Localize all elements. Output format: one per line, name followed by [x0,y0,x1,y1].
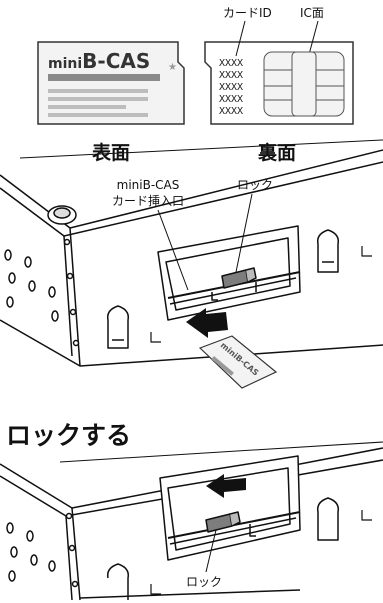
card-id-lines: XXXX XXXX XXXX XXXX XXXX [219,58,243,117]
left-panel-holes [4,238,80,347]
card-id-label: カードID [223,6,272,20]
card-front-logo: miniB-CAS [48,49,150,73]
card-front-logo-prefix: mini [48,56,82,72]
slot-label-line1: miniB-CAS [117,178,180,192]
lock-slot-frame [159,455,301,561]
card-back-caption: 裏面 [257,141,296,164]
insert-lock-leader [235,193,253,273]
ic-chip [263,51,345,117]
slot-label-line2: カード挿入口 [112,194,184,208]
card-slot-frame [157,225,301,321]
lock-step-heading: ロックする [6,421,131,450]
card-front-dashes [48,89,148,117]
card-id-line: XXXX [219,94,243,105]
card-front-gray-bar [48,74,160,81]
card-id-line: XXXX [219,106,243,117]
lock-arrow-icon [206,474,246,498]
card-front-caption: 表面 [92,141,130,164]
lock-leader [205,529,217,573]
card-back: カードID IC面 XXXX XXXX XXXX XXXX XXXX 裏面 [204,6,354,164]
card-id-line: XXXX [219,58,243,69]
ic-label: IC面 [300,6,324,20]
star-icon: ★ [168,62,177,73]
card-id-leader [235,20,246,57]
lock-left-panel-holes [6,512,79,588]
device-insert-illustration [0,139,383,367]
front-latch-right [316,229,340,273]
card-front-outline [37,41,185,125]
inserted-card: miniB-CAS [198,335,278,389]
device-lock-illustration [0,441,383,601]
card-front: miniB-CAS ★ 表面 [37,41,185,164]
insert-lock-label: ロック [237,178,273,192]
card-front-logo-main: B-CAS [82,49,150,73]
card-id-line: XXXX [219,70,243,81]
insert-arrow-icon [186,308,228,338]
slot-leader [157,209,189,291]
front-latch-left [106,305,130,349]
card-id-line: XXXX [219,82,243,93]
lock-label: ロック [186,575,222,589]
